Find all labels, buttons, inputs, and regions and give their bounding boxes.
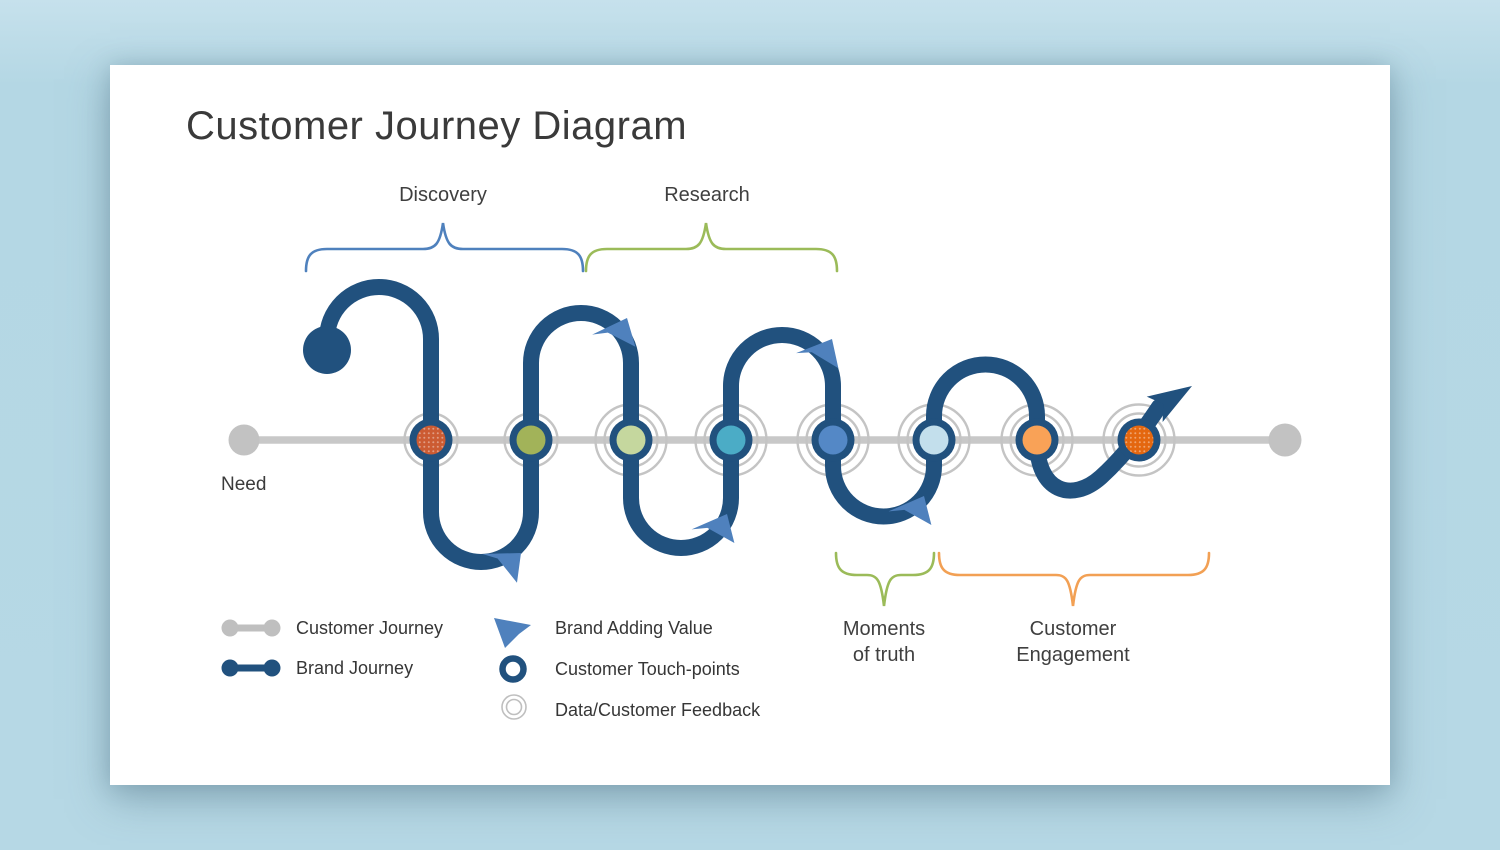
timeline-end-dot [1268,423,1302,457]
brand-adding-value-arrow-icon [888,496,932,526]
brand-journey-line-icon [221,659,281,677]
brand-journey-path [319,279,1167,570]
brand-adding-value-arrow-icon [494,618,531,648]
customer-engagement-brace [937,551,1211,607]
data-feedback-ring-icon [1111,412,1167,468]
touchpoint-texture-tp8 [1124,425,1154,455]
brand-adding-value-arrow-icon [796,339,839,369]
stage-label-discovery: Discovery [399,184,487,206]
customer-touchpoint-ring-icon [499,655,527,683]
brand-adding-value-arrow-icon [482,553,521,583]
brand-journey-start-dot [303,326,351,374]
touchpoint-tp2 [516,425,546,455]
legend-label-data-customer-feedback: Data/Customer Feedback [555,700,761,720]
research-brace [584,222,839,273]
timeline-start-label: Need [221,474,267,495]
touchpoint-tp7 [1022,425,1052,455]
touchpoint-tp5 [818,425,848,455]
touchpoint-tp4 [716,425,746,455]
slide-card [110,65,1390,785]
legend-label-brand-journey: Brand Journey [296,658,414,678]
touchpoint-tp6 [919,425,949,455]
timeline-start-dot [228,424,260,456]
legend-label-customer-touchpoints: Customer Touch-points [555,659,740,679]
brand-adding-value-arrow-icon [592,318,636,347]
touchpoint-tp3 [616,425,646,455]
touchpoint-texture-tp1 [416,425,446,455]
data-feedback-ring-icon [1102,403,1176,477]
touchpoints-layer [409,418,1161,462]
stage-label-customer-engagement: Customer Engagement [1016,618,1130,666]
value-arrows-layer [482,318,932,583]
stage-label-moments-of-truth: Moments of truth [842,618,926,666]
customer-journey-line-icon [221,619,281,637]
discovery-brace [304,222,585,273]
stage-label-research: Research [664,184,750,206]
legend-label-brand-adding-value: Brand Adding Value [555,618,713,638]
brand-journey-end-arrow-icon [1146,386,1192,423]
legend-label-customer-journey: Customer Journey [296,618,444,638]
data-feedback-rings-icon [501,694,527,720]
moments-of-truth-brace [834,551,936,607]
brand-adding-value-arrow-icon [691,514,735,544]
page-title: Customer Journey Diagram [186,104,688,148]
